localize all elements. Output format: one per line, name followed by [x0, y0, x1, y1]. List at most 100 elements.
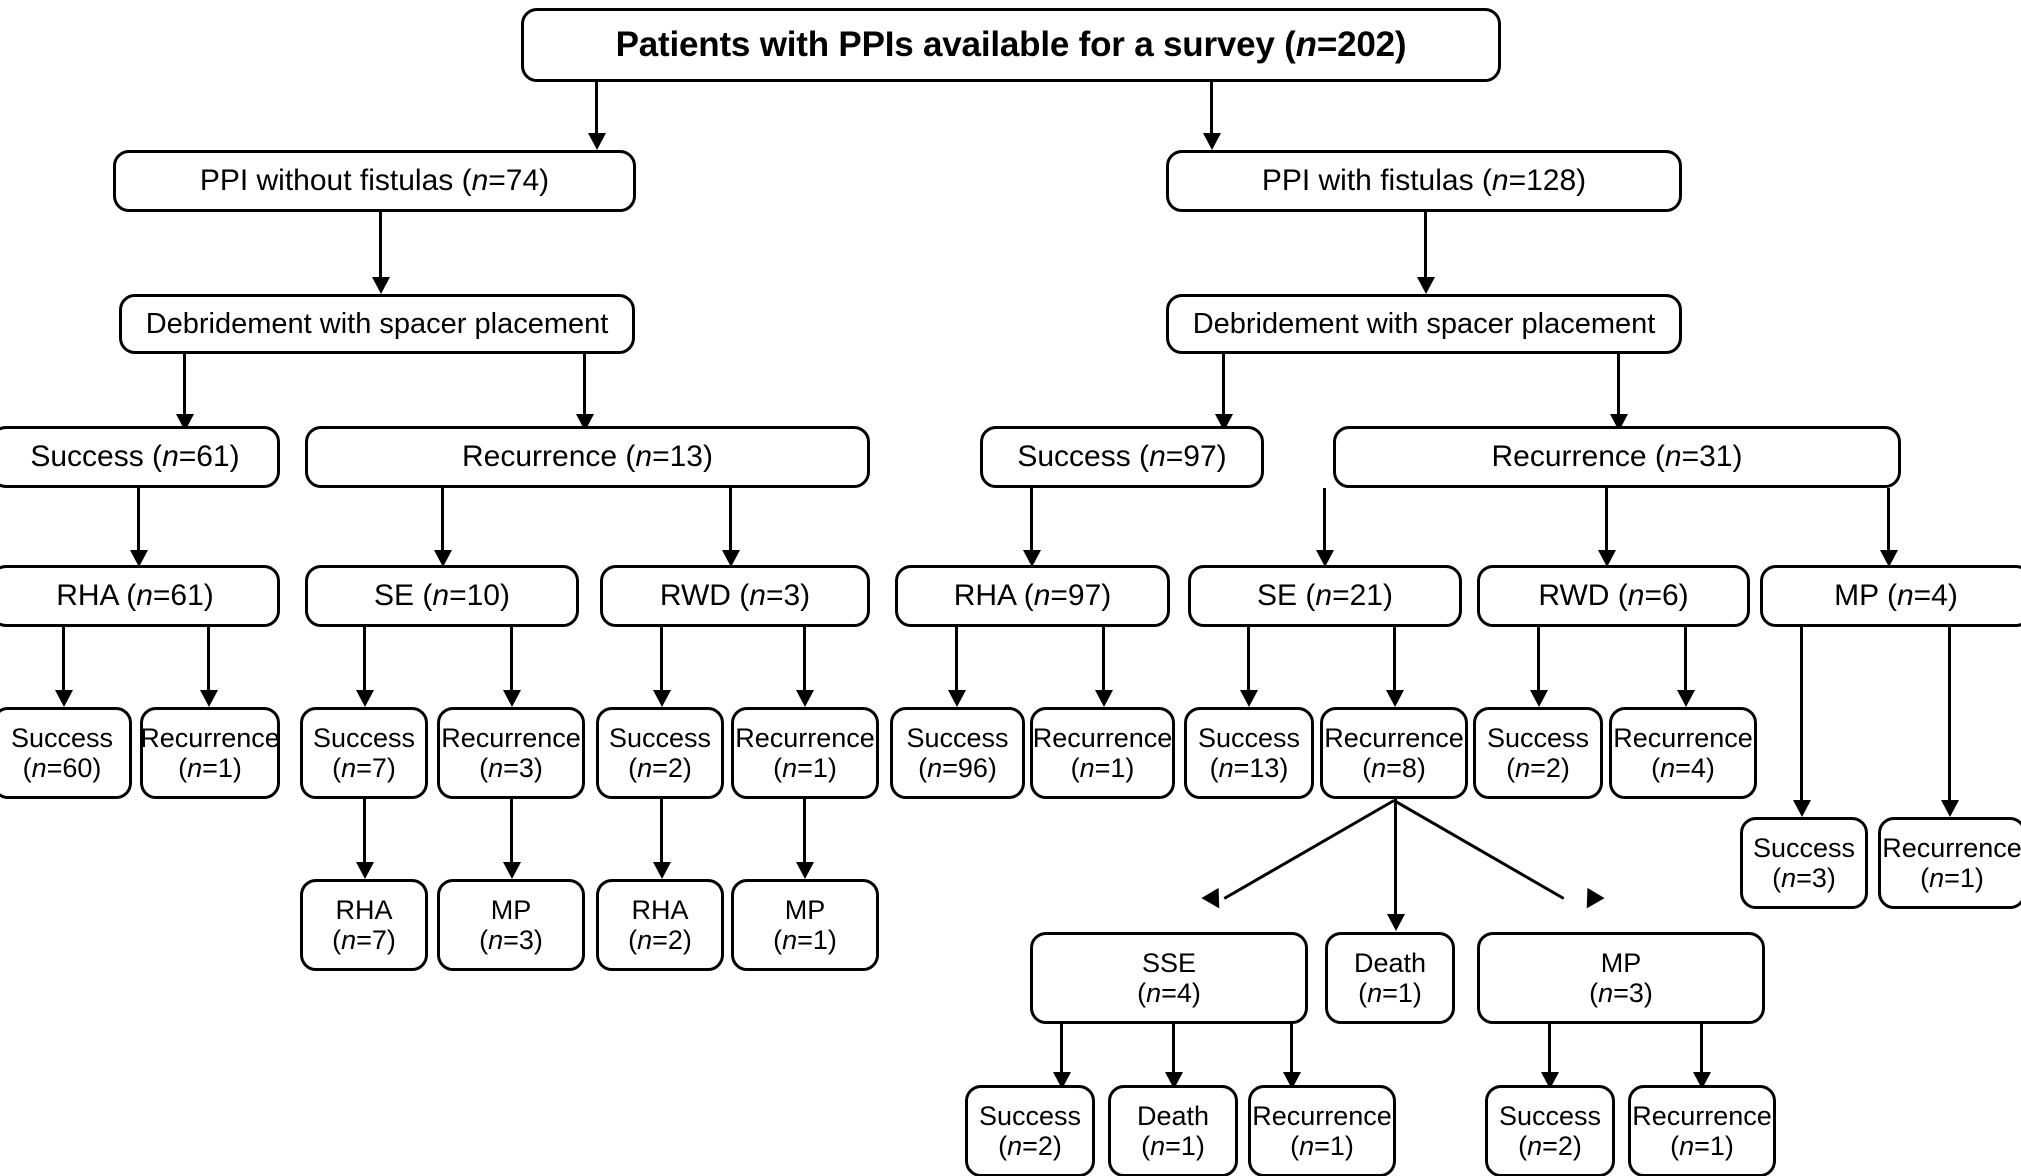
arrowhead-lse-recurrence: [503, 690, 521, 707]
leaf-count: (n=7): [332, 753, 396, 783]
arrowhead-rrwd-success: [1530, 690, 1548, 707]
leaf-left-se-success-rha: RHA (n=7): [300, 879, 428, 971]
leaf-count: (n=1): [773, 753, 837, 783]
edge-sse-to-death: [1172, 1024, 1175, 1077]
node-ppi-without-fistulas-text: PPI without fistulas (n=74): [199, 164, 550, 198]
arrowhead-rrha-recurrence: [1095, 690, 1113, 707]
leaf-label: RHA: [631, 894, 689, 925]
arrowhead-recurrence8-sse: [1201, 887, 1228, 914]
node-ppi-without-fistulas: PPI without fistulas (n=74): [113, 150, 636, 212]
node-root-text: Patients with PPIs available for a surve…: [615, 25, 1407, 65]
arrowhead-lrecur-rwd: [722, 550, 740, 567]
edge-lse-to-success: [363, 627, 366, 695]
leaf-count: (n=1): [1070, 753, 1135, 783]
edge-lrwd-to-success: [660, 627, 663, 695]
leaf-left-rwd-recurrence: Recurrence (n=1): [731, 707, 879, 799]
arrowhead-rmp-recurrence: [1941, 800, 1959, 817]
arrowhead-lse-success-rha: [356, 862, 374, 879]
node-right-recurrence: Recurrence (n=31): [1333, 426, 1901, 488]
node-right-debridement: Debridement with spacer placement: [1166, 294, 1682, 354]
leaf-count: (n=1): [1670, 1131, 1734, 1161]
leaf-label: Success: [906, 722, 1009, 753]
node-right-mp-text: MP (n=4): [1834, 579, 1958, 613]
node-left-se: SE (n=10): [305, 565, 579, 627]
arrowhead-rrecur-mp: [1880, 550, 1898, 567]
leaf-label: RHA: [335, 894, 393, 925]
arrowhead-root-left: [588, 133, 606, 150]
edge-rdeb-to-recurrence: [1617, 354, 1620, 419]
edge-lse-success-to-rha: [363, 799, 366, 867]
leaf-label: Recurrence: [1252, 1100, 1392, 1131]
leaf-label: Recurrence: [1613, 722, 1753, 753]
leaf-count: (n=2): [628, 925, 692, 955]
edge-recurrence8-to-sse: [1223, 799, 1395, 900]
arrowhead-recurrence8-mp: [1578, 887, 1605, 914]
node-right-rwd-text: RWD (n=6): [1538, 579, 1689, 613]
node-right-se: SE (n=21): [1188, 565, 1462, 627]
arrowhead-lrwd-success-rha: [653, 862, 671, 879]
leaf-right-rwd-recurrence: Recurrence (n=4): [1609, 707, 1757, 799]
leaf-count: (n=8): [1362, 753, 1426, 783]
edge-rrwd-to-success: [1537, 627, 1540, 695]
node-left-success: Success (n=61): [0, 426, 280, 488]
leaf-label: Recurrence: [1632, 1100, 1772, 1131]
edge-sse-to-recurrence: [1290, 1024, 1293, 1077]
leaf-count: (n=96): [918, 753, 997, 783]
leaf-count: (n=1): [773, 925, 837, 955]
node-right-se-text: SE (n=21): [1257, 579, 1393, 613]
leaf-label: Recurrence: [735, 722, 875, 753]
node-left-rha-text: RHA (n=61): [56, 579, 214, 613]
leaf-left-rwd-success-rha: RHA (n=2): [596, 879, 724, 971]
edge-rrha-to-success: [955, 627, 958, 695]
edge-recurrence8-to-mp: [1393, 799, 1565, 900]
node-right-debridement-text: Debridement with spacer placement: [1192, 307, 1656, 340]
leaf-right-rwd-success: Success (n=2): [1473, 707, 1603, 799]
leaf-left-rha-recurrence: Recurrence (n=1): [140, 707, 280, 799]
leaf-sse-success: Success (n=2): [965, 1085, 1095, 1176]
edge-root-to-right: [1210, 82, 1213, 138]
arrowhead-rrecur-se: [1316, 550, 1334, 567]
edge-rse-to-success: [1247, 627, 1250, 695]
edge-ldeb-to-success: [183, 354, 186, 419]
arrowhead-sse-success: [1053, 1072, 1071, 1089]
edge-rdeb-to-success: [1222, 354, 1225, 419]
leaf-count: (n=7): [332, 925, 396, 955]
leaf-right-mp-success: Success (n=3): [1740, 817, 1868, 909]
node-sse: SSE (n=4): [1030, 932, 1308, 1024]
node-sse-label: SSE: [1141, 947, 1197, 978]
leaf-left-rha-success: Success (n=60): [0, 707, 132, 799]
node-left-recurrence: Recurrence (n=13): [305, 426, 870, 488]
leaf-label: MP: [490, 894, 532, 925]
arrowhead-rrha-success: [948, 690, 966, 707]
leaf-left-rwd-recurrence-mp: MP (n=1): [731, 879, 879, 971]
leaf-count: (n=1): [1920, 863, 1984, 893]
edge-mpbottom-to-recurrence: [1700, 1024, 1703, 1077]
arrowhead-rrecur-rwd: [1598, 550, 1616, 567]
arrowhead-lrwd-recurrence-mp: [796, 862, 814, 879]
leaf-right-rha-recurrence: Recurrence (n=1): [1030, 707, 1175, 799]
arrowhead-recurrence8-death: [1387, 914, 1405, 931]
edge-ldeb-to-recurrence: [583, 354, 586, 419]
edge-rrecur-to-mp: [1887, 488, 1890, 555]
arrowhead-lrha-recurrence: [200, 690, 218, 707]
leaf-right-rha-success: Success (n=96): [890, 707, 1025, 799]
arrowhead-lse-success: [356, 690, 374, 707]
edge-lse-recurrence-to-mp: [510, 799, 513, 867]
arrowhead-mpbottom-success: [1541, 1072, 1559, 1089]
edge-lrecur-to-se: [441, 488, 444, 555]
arrowhead-rse-success: [1240, 690, 1258, 707]
edge-rrha-to-recurrence: [1102, 627, 1105, 695]
edge-sse-to-success: [1060, 1024, 1063, 1077]
node-sse-count: (n=4): [1137, 978, 1201, 1008]
edge-rse-to-recurrence: [1393, 627, 1396, 695]
node-ppi-with-fistulas-text: PPI with fistulas (n=128): [1261, 164, 1587, 198]
node-right-rwd: RWD (n=6): [1477, 565, 1750, 627]
node-mp-bottom-count: (n=3): [1589, 978, 1653, 1008]
node-death: Death (n=1): [1325, 932, 1455, 1024]
node-left-debridement-text: Debridement with spacer placement: [145, 307, 609, 340]
leaf-count: (n=3): [1772, 863, 1836, 893]
leaf-label: Death: [1136, 1100, 1210, 1131]
arrowhead-right-debridement: [1417, 277, 1435, 294]
edge-rrecur-to-se: [1323, 488, 1326, 555]
